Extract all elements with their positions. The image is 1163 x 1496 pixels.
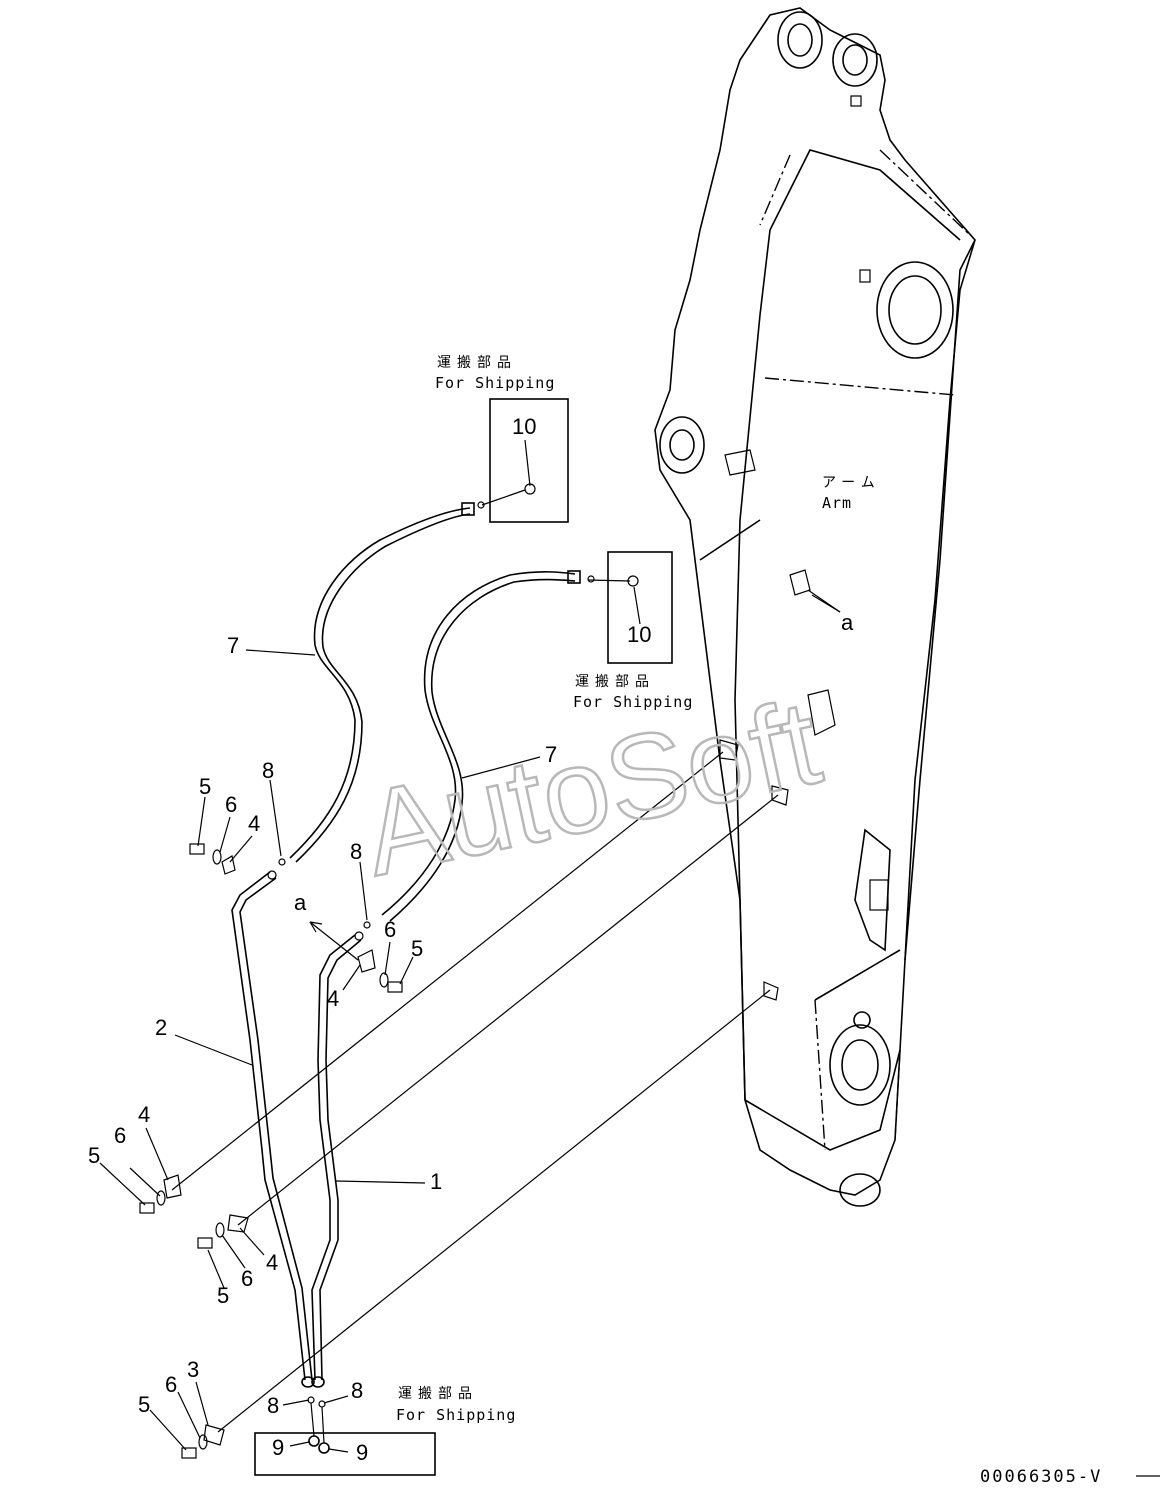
part-label-8: 8: [267, 1393, 279, 1418]
part-label-5: 5: [411, 936, 423, 961]
shipping-note-3-jp: 運搬部品: [398, 1386, 478, 1402]
part-label-7: 7: [227, 633, 239, 658]
view-label-a: a: [841, 610, 854, 635]
shipping-note-3-en: For Shipping: [396, 1406, 516, 1424]
hose-left: [289, 502, 475, 863]
part-label-6: 6: [241, 1266, 253, 1291]
shipping-note-2-jp: 運搬部品: [575, 674, 655, 690]
part-label-9: 9: [272, 1435, 284, 1460]
shipping-box-2: [607, 551, 673, 664]
part-label-8: 8: [262, 758, 274, 783]
part-label-7: 7: [545, 742, 557, 767]
part-label-4: 4: [138, 1102, 150, 1127]
view-label-a: a: [294, 890, 307, 915]
part-label-4: 4: [248, 811, 260, 836]
part-label-4: 4: [327, 986, 339, 1011]
part-label-6: 6: [225, 792, 237, 817]
shipping-box-3: [254, 1432, 436, 1476]
part-label-5: 5: [88, 1143, 100, 1168]
part-label-6: 6: [165, 1372, 177, 1397]
shipping-note-2-en: For Shipping: [573, 693, 693, 711]
part-label-3: 3: [187, 1357, 199, 1382]
arm-label-en: Arm: [822, 494, 852, 512]
part-label-10: 10: [627, 622, 651, 647]
tube-2: [231, 871, 315, 1388]
fasteners: [139, 843, 403, 1459]
part-label-10: 10: [512, 414, 536, 439]
shipping-box-1: [489, 398, 569, 523]
leaders: [99, 439, 841, 1453]
part-label-5: 5: [217, 1283, 229, 1308]
part-label-5: 5: [199, 774, 211, 799]
part-label-2: 2: [155, 1015, 167, 1040]
arm-body: [654, 7, 976, 1207]
arm-label-jp: アーム: [822, 475, 881, 491]
shipping-note-1-jp: 運搬部品: [437, 355, 517, 371]
shipping-note-1-en: For Shipping: [435, 374, 555, 392]
hose-right: [381, 570, 581, 922]
part-label-6: 6: [384, 917, 396, 942]
tube-1: [311, 934, 362, 1388]
drawing-code: 00066305-V: [980, 1467, 1102, 1487]
part-label-9: 9: [356, 1440, 368, 1465]
part-label-8: 8: [351, 1378, 363, 1403]
part-label-8: 8: [350, 839, 362, 864]
part-label-1: 1: [430, 1169, 442, 1194]
part-label-5: 5: [138, 1392, 150, 1417]
part-label-6: 6: [114, 1123, 126, 1148]
part-label-4: 4: [266, 1250, 278, 1275]
